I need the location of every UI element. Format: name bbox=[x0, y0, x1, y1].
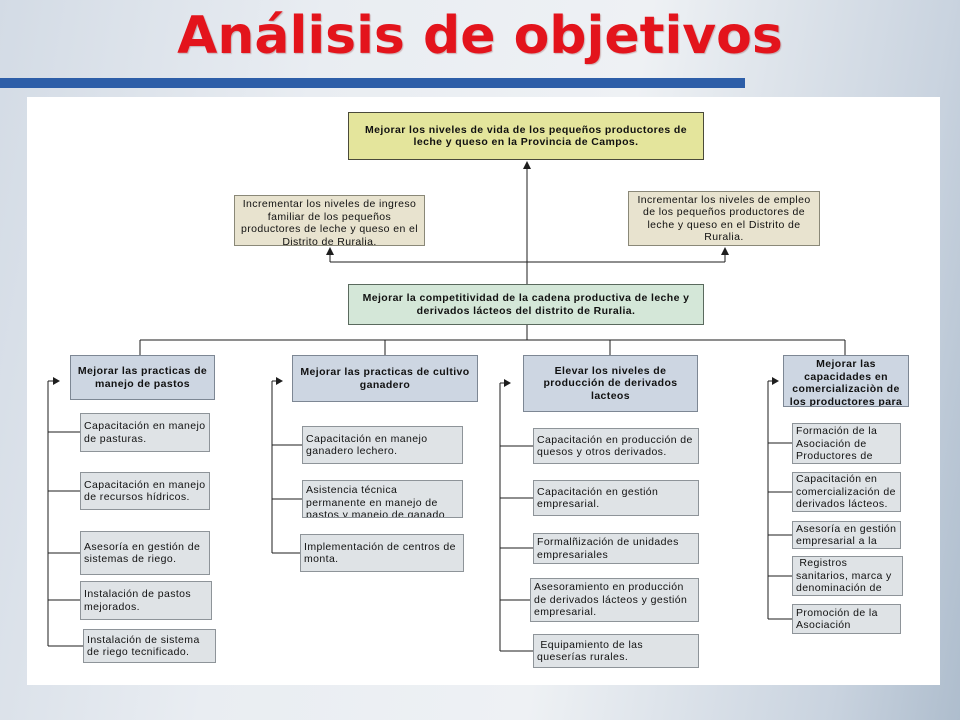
result-box-employment: Incrementar los niveles de empleo de los… bbox=[628, 191, 820, 246]
activity-box-pastures-2: Capacitación en manejo de recursos hídri… bbox=[80, 472, 210, 510]
activity-box-dairy-5: Equipamiento de las queserías rurales. bbox=[533, 634, 699, 668]
component-box-dairy: Elevar los niveles de producción de deri… bbox=[523, 355, 698, 412]
activity-box-marketing-3: Asesoría en gestión empresarial a la bbox=[792, 521, 901, 549]
component-box-marketing: Mejorar las capacidades en comercializac… bbox=[783, 355, 909, 407]
arrowhead-result-employment bbox=[721, 247, 729, 255]
arrowhead-goal bbox=[523, 161, 531, 169]
activity-box-marketing-5: Promoción de la Asociación bbox=[792, 604, 901, 634]
activity-box-marketing-2: Capacitación en comercialización de deri… bbox=[792, 472, 901, 512]
column-2-arrowhead bbox=[276, 377, 283, 385]
activity-box-pastures-4: Instalación de pastos mejorados. bbox=[80, 581, 212, 620]
activity-box-dairy-2: Capacitación en gestión empresarial. bbox=[533, 480, 699, 516]
activity-box-marketing-4: Registros sanitarios, marca y denominaci… bbox=[792, 556, 903, 596]
activity-box-dairy-1: Capacitación en producción de quesos y o… bbox=[533, 428, 699, 464]
purpose-box: Mejorar la competitividad de la cadena p… bbox=[348, 284, 704, 325]
activity-box-dairy-4: Asesoramiento en producción de derivados… bbox=[530, 578, 699, 622]
activity-box-marketing-1: Formación de la Asociación de Productore… bbox=[792, 423, 901, 464]
activity-box-livestock-1: Capacitación en manejo ganadero lechero. bbox=[302, 426, 463, 464]
column-4-arrowhead bbox=[772, 377, 779, 385]
goal-box: Mejorar los niveles de vida de los peque… bbox=[348, 112, 704, 160]
title-underline-bar bbox=[0, 78, 745, 88]
component-box-livestock: Mejorar las practicas de cultivo ganader… bbox=[292, 355, 478, 402]
activity-box-livestock-3: Implementación de centros de monta. bbox=[300, 534, 464, 572]
column-1-arrowhead bbox=[53, 377, 60, 385]
component-box-pastures: Mejorar las practicas de manejo de pasto… bbox=[70, 355, 215, 400]
result-box-income: Incrementar los niveles de ingreso famil… bbox=[234, 195, 425, 246]
arrowhead-result-income bbox=[326, 247, 334, 255]
activity-box-pastures-3: Asesoría en gestión de sistemas de riego… bbox=[80, 531, 210, 575]
activity-box-dairy-3: Formalñización de unidades empresariales bbox=[533, 533, 699, 564]
activity-box-pastures-1: Capacitación en manejo de pasturas. bbox=[80, 413, 210, 452]
column-3-arrowhead bbox=[504, 379, 511, 387]
activity-box-livestock-2: Asistencia técnica permanente en manejo … bbox=[302, 480, 463, 518]
activity-box-pastures-5: Instalación de sistema de riego tecnific… bbox=[83, 629, 216, 663]
slide-title: Análisis de objetivos bbox=[177, 6, 783, 66]
